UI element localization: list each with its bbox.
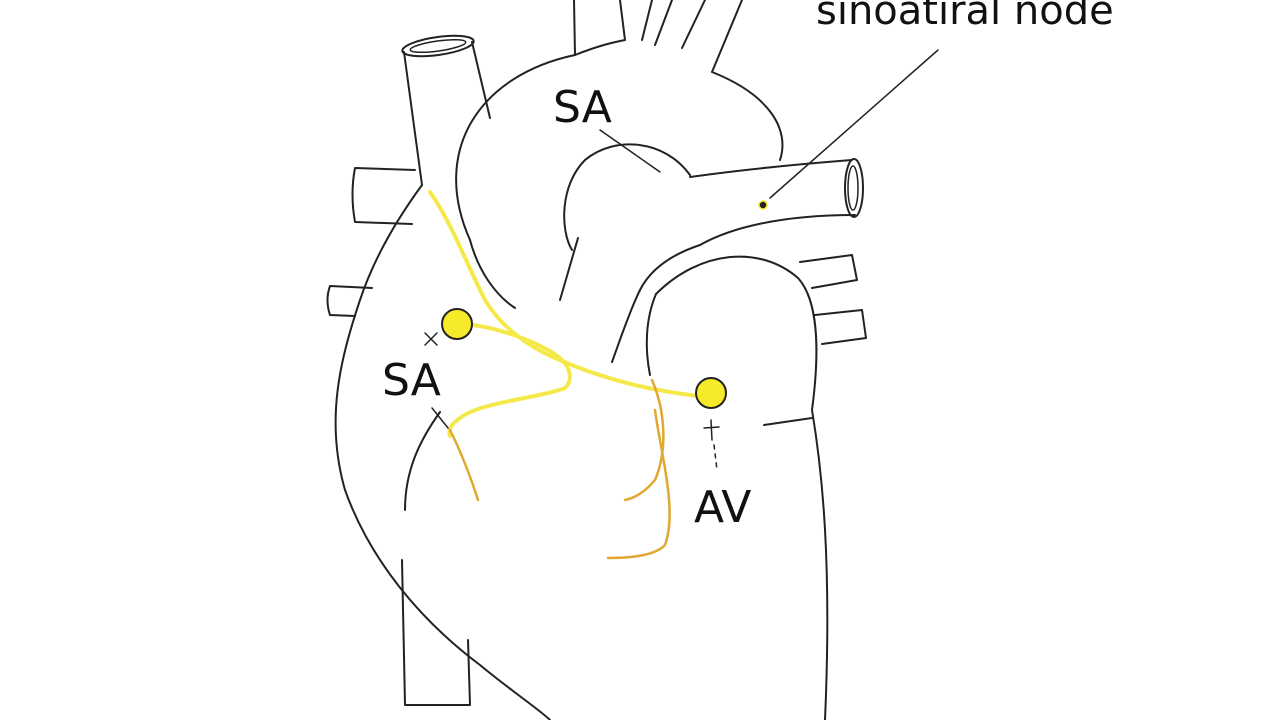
x-mark: [424, 332, 438, 346]
av-node: [695, 377, 727, 409]
bundle-branch-left: [447, 386, 567, 438]
leader-left-sa: [431, 407, 449, 429]
sa-node: [441, 308, 473, 340]
leader-aorta-sa: [599, 129, 661, 173]
branch-right-lower: [606, 408, 671, 560]
av-label: AV: [694, 482, 751, 533]
heart-body: [334, 184, 829, 720]
dagger-mark: [703, 419, 720, 441]
leader-lines: [424, 49, 939, 471]
aortic-arch: [455, 0, 784, 309]
internodal-tract-middle: [456, 321, 572, 390]
left-sa-label: SA: [382, 355, 441, 406]
purkinje-branches: [448, 378, 671, 560]
pulmonary-vein-stubs-right: [799, 254, 867, 345]
inferior-vena-cava: [401, 559, 471, 706]
leader-top-right: [769, 49, 939, 199]
dashed-leader-av: [713, 444, 718, 471]
branch-left: [448, 428, 480, 502]
sinoatrial-marker-dot: [758, 200, 768, 210]
branch-right-upper: [623, 378, 665, 502]
internodal-tract-upper: [428, 190, 712, 399]
top-right-label: sinoatiral node: [816, 0, 1114, 34]
aorta-sa-label: SA: [553, 82, 612, 133]
conduction-pathway: [428, 190, 712, 438]
superior-vena-cava: [401, 34, 491, 186]
pulmonary-vein-stubs-left: [326, 167, 416, 317]
pulmonary-artery: [689, 158, 864, 246]
